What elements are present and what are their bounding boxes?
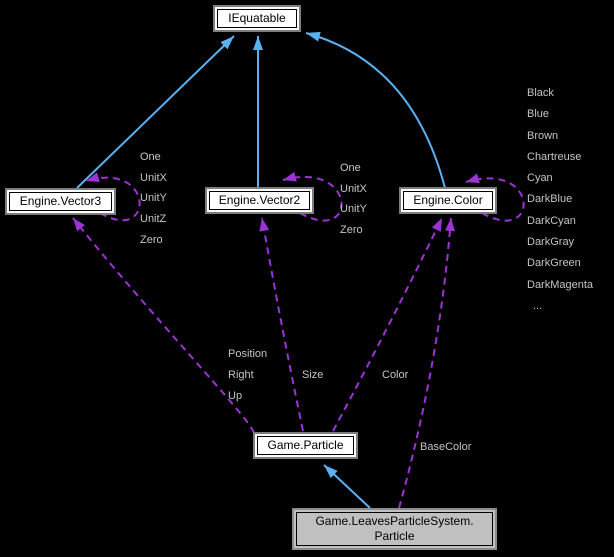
edge-label: One bbox=[140, 151, 161, 163]
edge-particle-to-color bbox=[332, 217, 443, 432]
node-leaves-label-line2: Particle bbox=[374, 529, 415, 543]
node-iequatable-label: IEquatable bbox=[217, 9, 297, 28]
edge-label: Black bbox=[527, 87, 554, 99]
edge-label: Up bbox=[228, 390, 243, 402]
edge-label: UnitX bbox=[340, 182, 367, 195]
node-engine-vector3[interactable]: Engine.Vector3 bbox=[5, 188, 116, 215]
node-engine-vector2[interactable]: Engine.Vector2 bbox=[205, 187, 314, 214]
edge-color-to-iequatable bbox=[305, 31, 446, 189]
node-engine-color-label: Engine.Color bbox=[403, 191, 493, 210]
edge-label-vector3-members: One UnitX UnitY UnitZ Zero bbox=[140, 147, 167, 251]
edge-label: DarkMagenta bbox=[527, 278, 594, 291]
edge-label-particle-to-vector2: Size bbox=[302, 369, 324, 381]
edge-label: DarkGray bbox=[527, 236, 575, 249]
node-leaves-label-line1: Game.LeavesParticleSystem. bbox=[315, 514, 474, 528]
edge-label: Position bbox=[228, 348, 268, 360]
edge-particle-to-vector3 bbox=[72, 217, 255, 434]
edge-label: Blue bbox=[527, 108, 550, 121]
edge-label-particle-to-vector3: Position Right Up bbox=[228, 344, 267, 407]
edge-label: Zero bbox=[340, 224, 363, 237]
edge-label: Zero bbox=[140, 233, 163, 246]
node-iequatable[interactable]: IEquatable bbox=[213, 5, 301, 32]
node-game-particle[interactable]: Game.Particle bbox=[253, 432, 358, 459]
edge-label: DarkGreen bbox=[527, 257, 581, 270]
edge-label: One bbox=[340, 162, 361, 174]
edge-label: DarkBlue bbox=[527, 193, 573, 206]
edge-label: UnitY bbox=[340, 203, 367, 216]
edge-label: Chartreuse bbox=[527, 150, 582, 163]
edge-label-vector2-members: One UnitX UnitY Zero bbox=[340, 158, 367, 241]
edge-vector3-self-loop bbox=[85, 172, 141, 222]
edge-label: Right bbox=[228, 369, 254, 381]
node-engine-vector2-label: Engine.Vector2 bbox=[209, 191, 310, 210]
node-game-particle-label: Game.Particle bbox=[257, 436, 354, 455]
edge-label: Cyan bbox=[527, 172, 553, 185]
edge-leaves-to-particle bbox=[323, 464, 371, 509]
edge-label: UnitX bbox=[140, 171, 167, 184]
edge-label: DarkCyan bbox=[527, 214, 576, 227]
node-game-leavesparticlesystem-particle[interactable]: Game.LeavesParticleSystem. Particle bbox=[292, 508, 497, 550]
edge-vector3-to-iequatable bbox=[76, 35, 235, 189]
edge-leaves-to-color bbox=[398, 217, 455, 509]
node-engine-color[interactable]: Engine.Color bbox=[399, 187, 497, 214]
edge-vector2-self-loop bbox=[282, 171, 343, 222]
edge-particle-to-vector2 bbox=[259, 217, 304, 432]
edge-label-particle-to-color: Color bbox=[382, 369, 409, 381]
edge-label-color-members: Black Blue Brown Chartreuse Cyan DarkBlu… bbox=[527, 83, 593, 317]
edge-label-leaves-to-color: BaseColor bbox=[420, 441, 472, 453]
edge-color-self-loop bbox=[465, 173, 525, 222]
edge-label-ellipsis: ... bbox=[533, 299, 543, 312]
node-engine-vector3-label: Engine.Vector3 bbox=[9, 192, 112, 211]
edge-label: UnitZ bbox=[140, 213, 167, 226]
edge-label: Brown bbox=[527, 129, 559, 142]
edge-label: UnitY bbox=[140, 192, 167, 205]
